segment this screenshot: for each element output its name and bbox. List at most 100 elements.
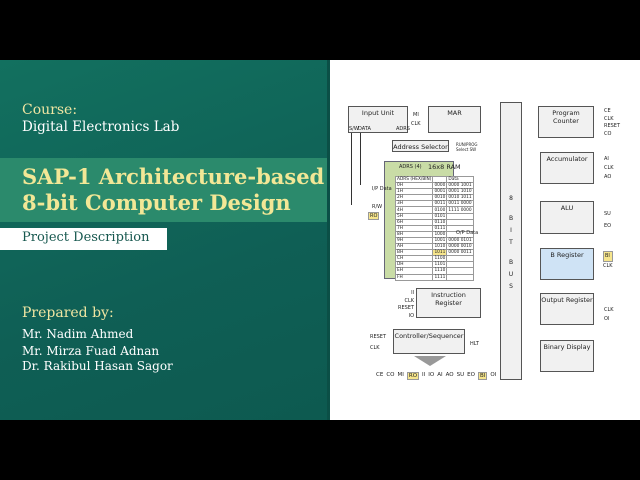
ram-cell: 0110: [432, 218, 448, 226]
control-signal: RO: [406, 372, 420, 380]
ctrl-signals: RESET CLK: [370, 332, 386, 354]
ram-cell: 1000: [432, 230, 448, 238]
ram-cell: 0001: [432, 188, 448, 196]
control-signal: AI: [437, 372, 443, 378]
ram-cell: 0000 1001: [446, 182, 474, 190]
bus-letter: T: [509, 239, 513, 246]
control-bus-arrow-icon: [414, 356, 446, 366]
ram-cell: 0011 0000: [446, 200, 474, 208]
signal: IO: [408, 312, 415, 319]
pin-adrs: ADRS: [396, 126, 410, 132]
title-line-1: SAP-1 Architecture-based: [22, 164, 325, 189]
alu: ALU: [540, 201, 594, 234]
ram-cell: 1010: [432, 243, 448, 251]
output-register-label: Output Register: [541, 296, 593, 304]
ram-cell: 0000 0101: [446, 236, 474, 245]
ram-cell: 1101: [432, 261, 448, 269]
ram-cell: [446, 273, 474, 281]
input-unit: Input Unit: [348, 106, 408, 133]
ram-cell: 0000: [432, 182, 448, 190]
binary-display-label: Binary Display: [543, 343, 591, 351]
course-label: Course:: [22, 102, 78, 118]
signal-mi: MI: [413, 112, 419, 118]
ram-cell: 1001: [432, 236, 448, 245]
slide-title: SAP-1 Architecture-based 8-bit Computer …: [22, 164, 324, 216]
ram-cell: 0100: [432, 206, 448, 214]
bus-letter: B: [508, 215, 514, 222]
mar-label: MAR: [447, 109, 462, 117]
signal-clk: CLK: [411, 121, 421, 127]
pc-label: Program Counter: [552, 109, 580, 125]
title-line-2: 8-bit Computer Design: [22, 190, 291, 215]
controller-sequencer: Controller/Sequencer: [393, 329, 465, 354]
control-signal: II: [422, 372, 426, 378]
control-signal: BI: [477, 372, 488, 380]
course-name: Digital Electronics Lab: [22, 119, 180, 135]
author: Mr. Nadim Ahmed: [22, 327, 134, 341]
signal: RESET: [604, 123, 621, 129]
signal: CLK: [604, 115, 614, 122]
mar: MAR: [428, 106, 481, 133]
control-signal: SU: [456, 372, 465, 378]
run-prog-note: RUN/PROG Select SW: [456, 142, 478, 152]
ram-title: 16x8 RAM: [428, 163, 461, 171]
ram-cell: 1110: [432, 267, 448, 275]
alu-label: ALU: [560, 204, 574, 212]
alu-signals: SU EO: [604, 208, 611, 232]
control-signal: MI: [397, 372, 404, 378]
signal: RESET: [398, 305, 415, 311]
ram-rw-label: R/W: [372, 204, 383, 210]
address-selector-label: Address Selector: [393, 143, 448, 151]
signal: AI: [604, 156, 609, 162]
wire: [351, 133, 352, 205]
bus-letter: 8: [509, 195, 513, 202]
signal: CO: [604, 130, 612, 137]
acc-label: Accumulator: [546, 155, 588, 163]
pin-data: DATA: [358, 126, 371, 132]
control-signal: IO: [428, 372, 435, 378]
signal: CLK: [604, 165, 614, 171]
ram-cell: 0010: [432, 194, 448, 202]
subtitle: Project Description: [0, 228, 167, 250]
signal: CE: [604, 108, 611, 114]
signal: CLK: [604, 307, 614, 313]
ram-adrs-label: ADRS (4): [399, 164, 422, 170]
binary-display: Binary Display: [540, 340, 594, 372]
signal: SU: [604, 211, 611, 217]
ram-cell: FH: [394, 273, 434, 281]
hlt-signal: HLT: [470, 341, 479, 347]
ram-cell: 0000 0011: [446, 249, 474, 257]
out-signals: CLK OI: [604, 306, 614, 324]
b-register-label: B Register: [550, 251, 584, 259]
program-counter: Program Counter: [538, 106, 594, 138]
signal: CLK: [603, 263, 613, 269]
signal: CLK: [370, 345, 380, 351]
slide: Course: Digital Electronics Lab SAP-1 Ar…: [0, 60, 640, 420]
signal: EO: [604, 223, 612, 229]
ram-cell: 1111 0000: [446, 206, 474, 214]
signal: OI: [604, 316, 610, 322]
bus-letter: I: [510, 227, 512, 234]
input-unit-label: Input Unit: [361, 109, 395, 117]
controller-label: Controller/Sequencer: [394, 332, 464, 340]
author: Mr. Mirza Fuad Adnan: [22, 344, 160, 358]
ram-cell: 1011: [432, 249, 448, 257]
acc-signals: AI CLK AO: [604, 155, 614, 182]
signal: CLK: [404, 297, 415, 304]
left-panel: Course: Digital Electronics Lab SAP-1 Ar…: [0, 60, 327, 420]
title-band: [0, 158, 327, 222]
ram-cell: 0111: [432, 224, 448, 232]
pin-sw: S/W: [349, 126, 359, 132]
ram-output-label: O/P Data: [456, 230, 479, 236]
ram-cell: 0001 1010: [446, 188, 474, 196]
control-signal: EO: [467, 372, 475, 378]
ram-cell: 0010 1011: [446, 194, 474, 202]
signal: RESET: [370, 334, 387, 340]
signal: AO: [604, 174, 612, 180]
control-signal: CE: [376, 372, 384, 378]
